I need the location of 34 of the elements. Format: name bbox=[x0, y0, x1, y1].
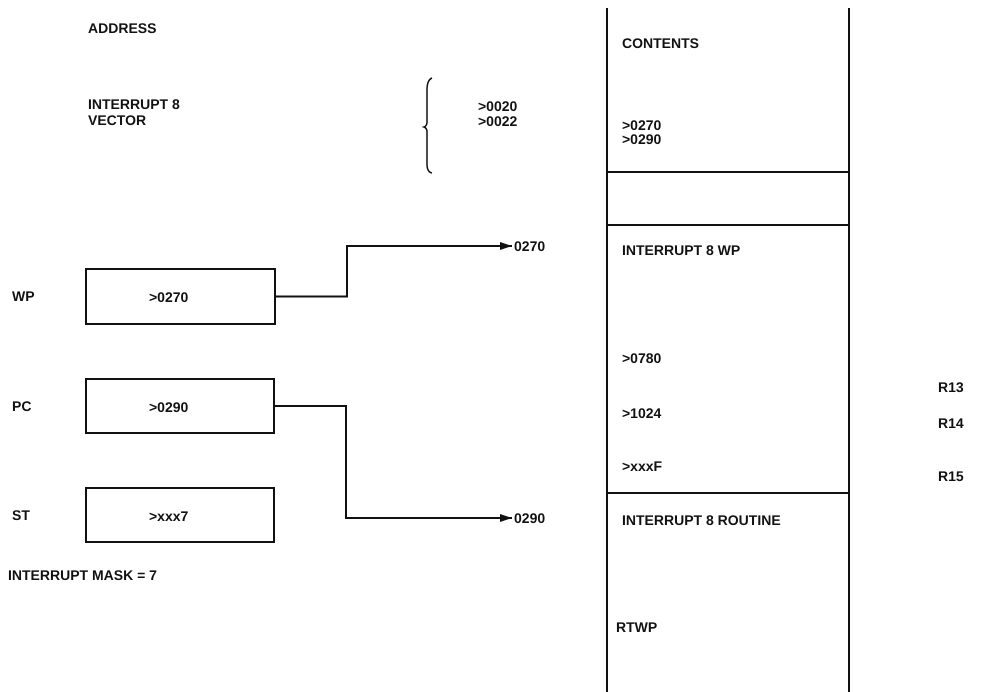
address-value: >0022 bbox=[478, 113, 518, 129]
address-text: 0270 bbox=[514, 237, 554, 255]
instruction-text: RTWP bbox=[616, 619, 658, 635]
address-text: 0290 bbox=[514, 509, 554, 527]
register-value: >xxxF bbox=[622, 458, 662, 474]
register-box bbox=[85, 378, 275, 434]
vector-label: INTERRUPT 8 VECTOR bbox=[88, 96, 181, 128]
register-name: WP bbox=[12, 288, 35, 304]
column-heading: ADDRESS bbox=[88, 20, 156, 36]
register-box bbox=[85, 487, 275, 543]
register-value: >0270 bbox=[149, 289, 188, 305]
cell-heading: INTERRUPT 8 ROUTINE bbox=[622, 512, 781, 528]
memory-value: >0270 bbox=[622, 117, 662, 133]
register-box bbox=[85, 268, 276, 325]
arrow bbox=[276, 242, 512, 298]
column-heading: CONTENTS bbox=[622, 35, 699, 51]
memory-cell bbox=[606, 224, 850, 494]
register-name: ST bbox=[12, 507, 30, 523]
register-name: R13 bbox=[938, 379, 964, 395]
arrow bbox=[275, 405, 512, 522]
register-name: PC bbox=[12, 398, 32, 414]
mask-note: INTERRUPT MASK = 7 bbox=[8, 567, 157, 583]
cell-heading: INTERRUPT 8 WP bbox=[622, 242, 740, 258]
address-value: >0020 bbox=[478, 98, 518, 114]
memory-cell bbox=[606, 492, 850, 692]
register-name: R14 bbox=[938, 415, 964, 431]
register-value: >0290 bbox=[149, 399, 188, 415]
register-name: R15 bbox=[938, 468, 964, 484]
memory-cell bbox=[606, 8, 850, 173]
memory-cell bbox=[606, 171, 850, 226]
memory-value: >0290 bbox=[622, 131, 662, 147]
register-value: >xxx7 bbox=[149, 508, 188, 524]
register-value: >1024 bbox=[622, 405, 662, 421]
register-value: >0780 bbox=[622, 350, 662, 366]
